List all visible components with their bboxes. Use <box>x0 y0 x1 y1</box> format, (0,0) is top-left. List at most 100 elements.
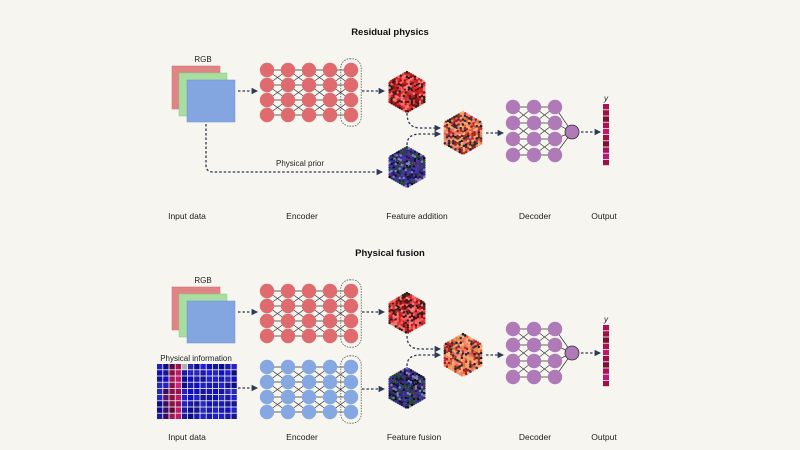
cube-dot <box>390 390 394 394</box>
cube-dot <box>449 143 453 146</box>
cube-dot <box>408 318 412 321</box>
cube-dot <box>394 325 398 328</box>
cube-dot <box>399 156 403 160</box>
cube-dot <box>403 292 407 296</box>
cube-dot <box>471 127 474 131</box>
cube-dot <box>458 138 462 142</box>
cube-dot <box>416 174 420 178</box>
cube-dot <box>479 359 483 362</box>
cube-dot <box>394 176 398 180</box>
cube-dot <box>396 93 400 97</box>
cube-dot <box>394 400 398 403</box>
cube-dot <box>469 138 472 142</box>
cube-dot <box>456 371 460 375</box>
cube-dot <box>477 357 481 361</box>
cube-dot <box>466 129 470 133</box>
cube-dot <box>419 78 423 82</box>
cube-dot <box>412 315 416 319</box>
cube-dot <box>443 132 447 135</box>
cube-dot <box>402 386 406 389</box>
cube-dot <box>473 350 477 354</box>
cube-dot <box>405 145 409 149</box>
cube-dot <box>416 176 420 180</box>
cube-dot <box>418 95 422 99</box>
cube-dot <box>479 142 483 145</box>
cube-dot <box>400 387 404 390</box>
cube-dot <box>449 145 453 149</box>
cube-dot <box>410 88 414 92</box>
cube-dot <box>475 144 479 148</box>
cube-dot <box>408 311 412 314</box>
cube-dot <box>477 355 481 359</box>
cube-dot <box>403 295 407 299</box>
cube-dot <box>461 332 465 336</box>
cube-dot <box>416 400 420 403</box>
cube-dot <box>477 135 481 139</box>
cube-dot <box>454 350 457 354</box>
cube-dot <box>416 320 420 324</box>
cube-dot <box>410 398 414 402</box>
cube-dot <box>443 122 447 126</box>
cube-dot <box>414 95 418 99</box>
cube-dot <box>464 131 468 134</box>
cube-dot <box>406 184 410 188</box>
cube-dot <box>403 160 407 164</box>
cube-dot <box>420 318 424 321</box>
cube-dot <box>394 383 398 387</box>
cube-dot <box>406 177 410 181</box>
cube-dot <box>413 77 417 81</box>
grid-cell <box>181 407 188 413</box>
cube-dot <box>447 132 451 135</box>
cube-dot <box>452 129 455 133</box>
cube-dot <box>412 97 416 100</box>
cube-dot <box>394 87 398 91</box>
grid-cell <box>157 376 163 382</box>
cube-dot <box>397 303 401 307</box>
cube-dot <box>447 346 451 350</box>
cube-dot <box>464 372 468 376</box>
cube-dot <box>390 322 394 326</box>
cube-dot <box>404 314 408 318</box>
cube-dot <box>398 393 402 396</box>
cube-dot <box>471 359 474 362</box>
cube-dot <box>405 301 409 304</box>
cube-dot <box>392 95 396 99</box>
output-cell <box>603 374 609 380</box>
cube-dot <box>401 82 405 86</box>
neuron <box>547 353 563 369</box>
cube-dot <box>471 351 474 355</box>
cube-dot <box>460 361 464 365</box>
cube-dot <box>411 302 415 306</box>
cube-dot <box>401 84 405 88</box>
cube-dot <box>406 93 410 97</box>
cube-dot <box>460 132 464 135</box>
cube-dot <box>404 389 408 393</box>
cube-dot <box>418 177 422 181</box>
cube-dot <box>411 83 415 87</box>
cube-dot <box>414 170 418 174</box>
neuron <box>259 298 275 314</box>
cube-dot <box>390 388 394 392</box>
cube-dot <box>396 326 400 329</box>
cube-dot <box>445 348 449 351</box>
cube-dot <box>404 398 408 402</box>
cube-dot <box>464 360 468 364</box>
cube-dot <box>408 90 412 93</box>
cube-dot <box>445 140 449 144</box>
cube-dot <box>447 129 451 133</box>
cube-dot <box>399 295 403 299</box>
cube-dot <box>475 349 479 353</box>
cube-dot <box>463 338 467 342</box>
cube-dot <box>460 364 464 367</box>
neuron <box>280 374 296 390</box>
cube-dot <box>414 323 418 327</box>
cube-dot <box>410 95 414 99</box>
grid-cell <box>181 388 188 395</box>
cube-dot <box>462 142 466 145</box>
cube-dot <box>390 306 394 310</box>
neuron <box>301 77 317 93</box>
cube-dot <box>412 94 416 98</box>
cube-dot <box>408 395 412 399</box>
output-symbol: y <box>603 315 609 324</box>
cube-dot <box>449 357 453 361</box>
